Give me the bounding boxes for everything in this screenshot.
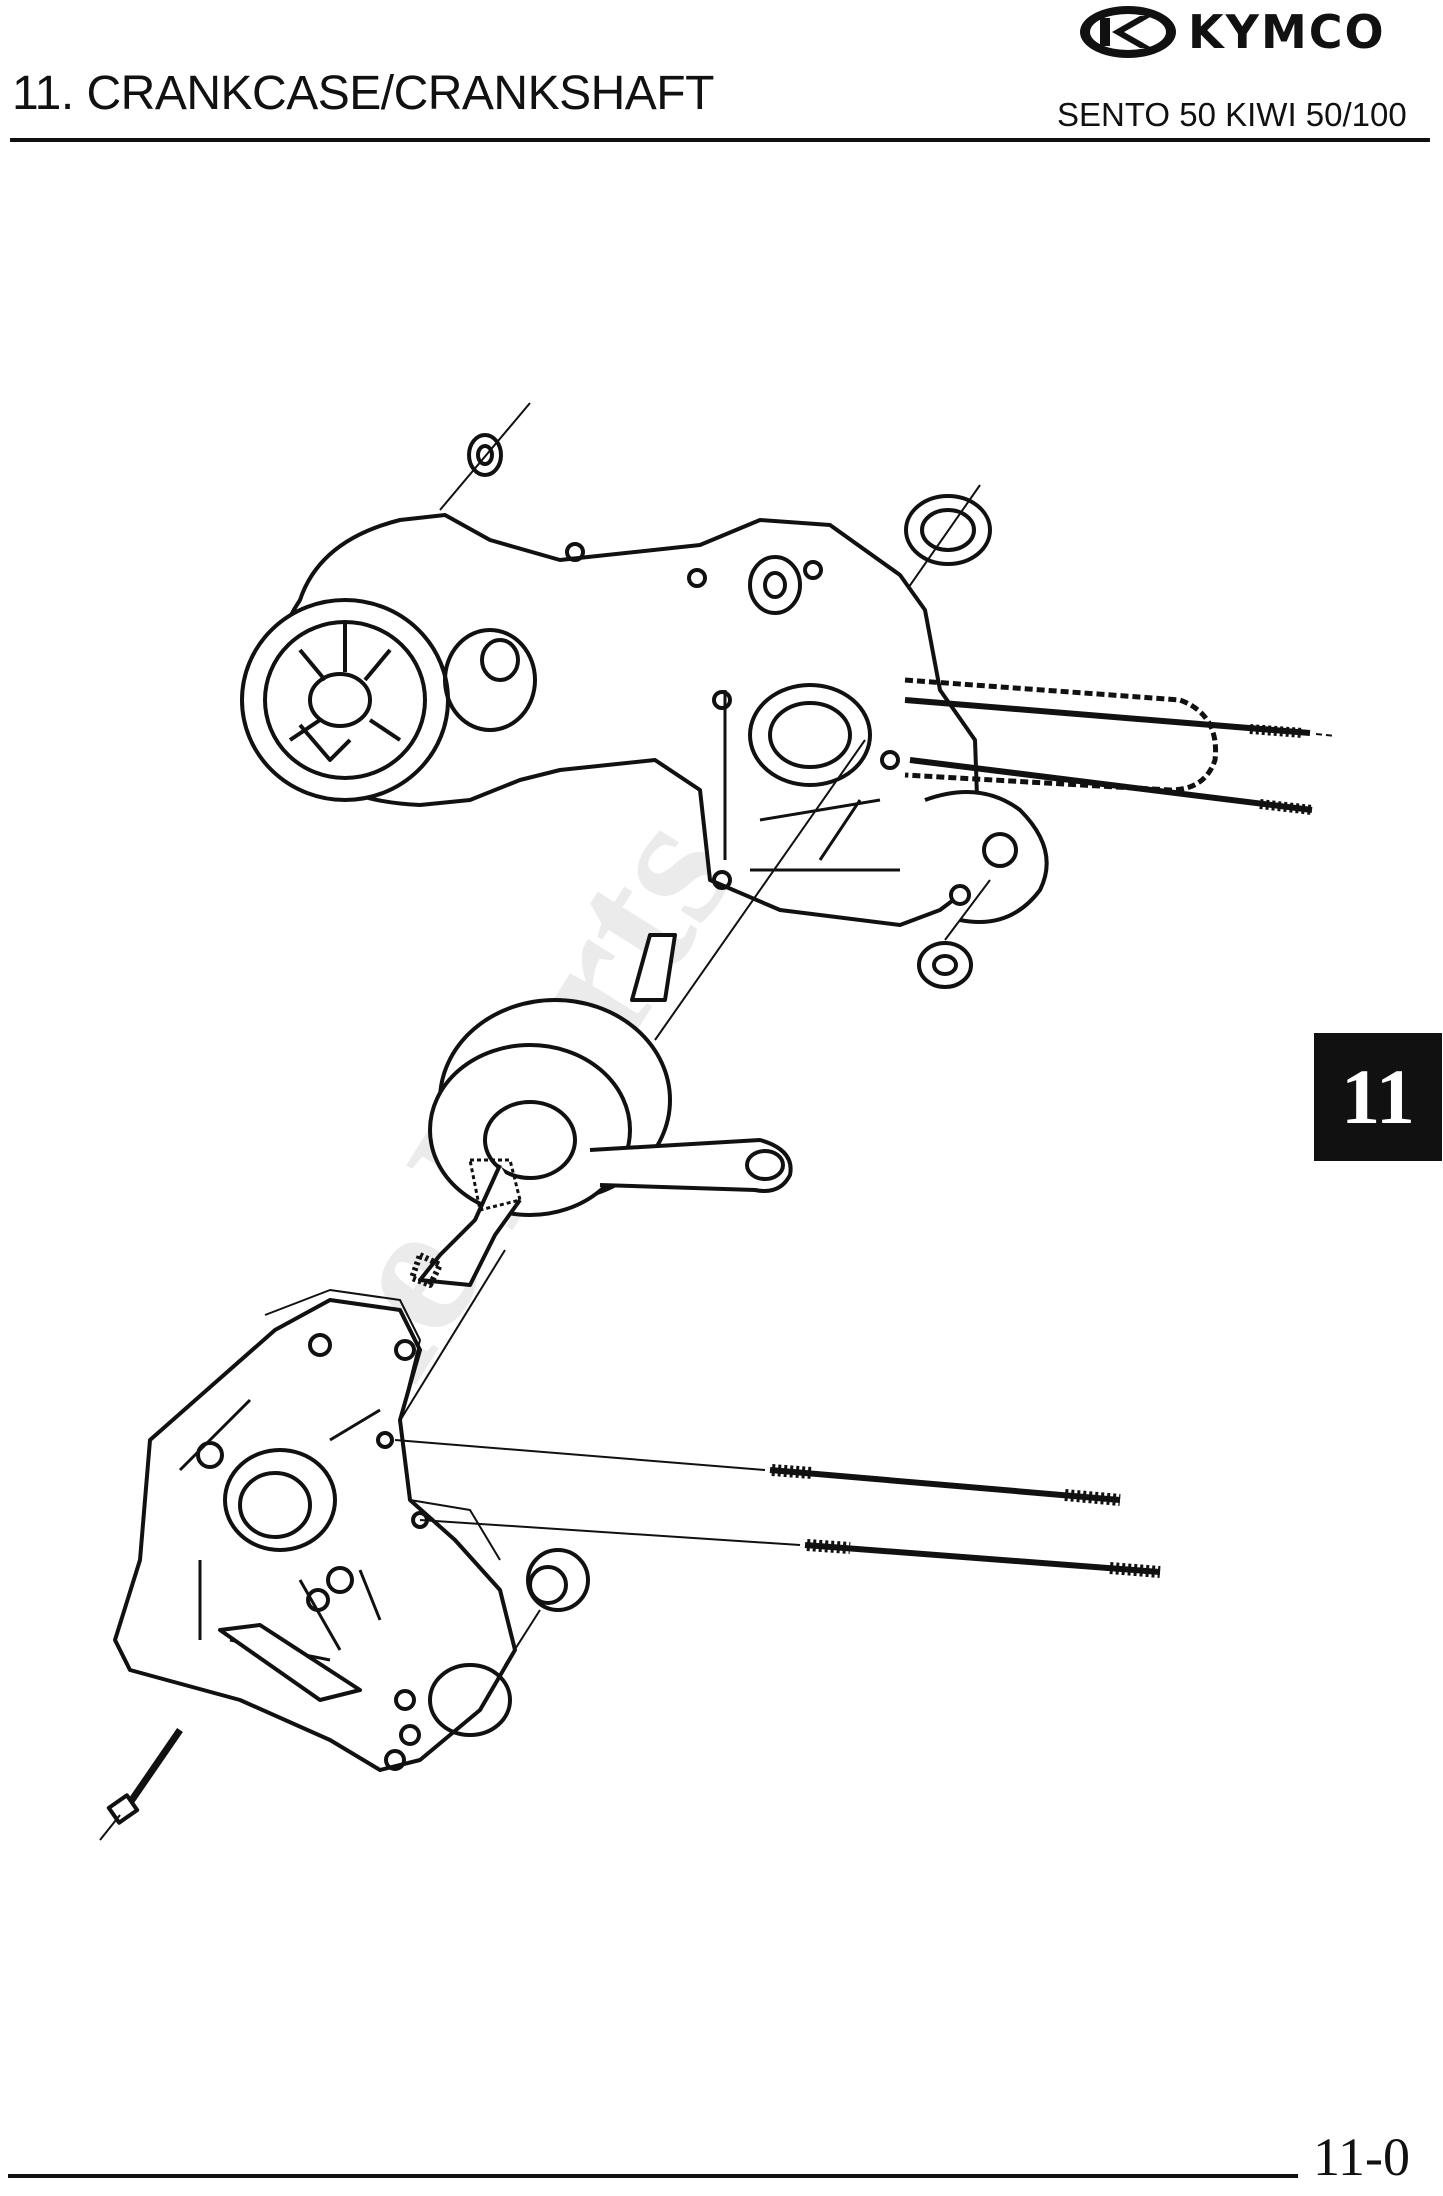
bearing-lower <box>504 1548 590 1666</box>
lower-crankcase-assembly <box>99 1249 1161 1841</box>
bolt <box>99 1728 183 1841</box>
small-bearing-top <box>439 402 531 511</box>
small-bearing-right <box>917 879 991 989</box>
page-title: 11. CRANKCASE/CRANKSHAFT <box>12 67 714 120</box>
brand-name: KYMCO <box>1188 5 1386 59</box>
brand-logo: KYMCO <box>1078 4 1423 60</box>
footer-rule <box>8 2174 1298 2178</box>
page-number: 11-0 <box>1313 2127 1410 2187</box>
kymco-emblem-icon <box>1080 6 1176 58</box>
model-subtitle: SENTO 50 KIWI 50/100 <box>1057 96 1407 133</box>
crankshaft <box>409 739 866 1288</box>
section-tab: 11 <box>1314 1033 1442 1161</box>
header-rule <box>10 138 1430 142</box>
upper-crankcase-assembly <box>240 402 1336 989</box>
